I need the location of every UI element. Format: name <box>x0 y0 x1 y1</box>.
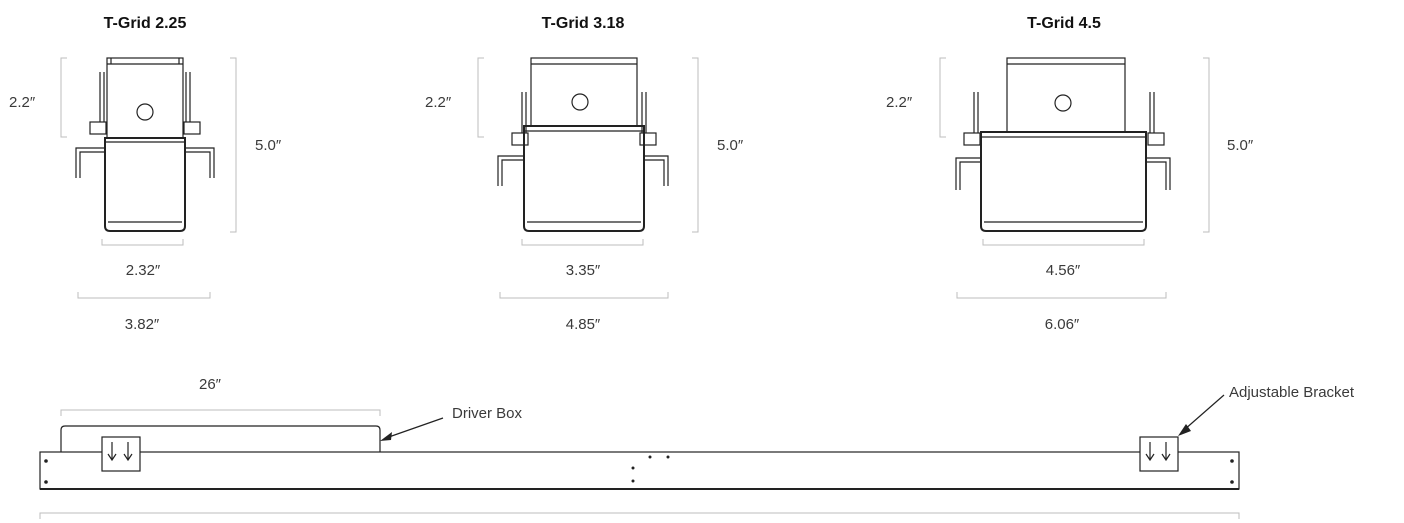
dim-line-height-2 <box>692 57 699 233</box>
dim-label-outer-width: 4.85″ <box>565 316 601 333</box>
view-title-tgrid-318: T-Grid 3.18 <box>541 15 625 32</box>
dim-label-top: 2.2″ <box>886 94 913 111</box>
dim-label-height: 5.0″ <box>717 137 744 154</box>
dim-line-outer-width-1 <box>77 292 211 299</box>
dim-label-outer-width: 6.06″ <box>1044 316 1080 333</box>
dim-label-inner-width: 3.35″ <box>565 262 601 279</box>
leader-driver-box <box>385 417 444 439</box>
dim-line-top-3 <box>939 57 946 138</box>
dim-line-outer-width-3 <box>956 292 1167 299</box>
dim-line-outer-width-2 <box>499 292 669 299</box>
view-title-tgrid-45: T-Grid 4.5 <box>1027 15 1101 32</box>
dim-label-height: 5.0″ <box>255 137 282 154</box>
dim-label-inner-width: 4.56″ <box>1045 262 1081 279</box>
fixture-cross-section-1 <box>60 57 237 299</box>
adjustable-bracket-left <box>101 436 141 472</box>
view-title-tgrid-225: T-Grid 2.25 <box>103 15 187 32</box>
dim-label-height: 5.0″ <box>1227 137 1254 154</box>
dim-line-overall-length <box>39 512 1240 519</box>
fixture-side-view <box>39 394 1240 519</box>
dim-line-height-3 <box>1203 57 1210 233</box>
dim-line-inner-width-2 <box>521 239 644 246</box>
knockout-hole <box>571 93 589 111</box>
fixture-cross-section-3 <box>939 57 1210 299</box>
dim-line-top-2 <box>477 57 484 138</box>
dim-line-driver-box <box>60 409 381 416</box>
fixture-cross-section-2 <box>477 57 699 299</box>
knockout-hole <box>1054 94 1072 112</box>
dim-line-inner-width-1 <box>101 239 184 246</box>
dim-line-height-1 <box>230 57 237 233</box>
dim-label-outer-width: 3.82″ <box>124 316 160 333</box>
adjustable-bracket-right <box>1139 436 1179 472</box>
knockout-hole <box>136 103 154 121</box>
dim-line-top-1 <box>60 57 67 138</box>
dim-label-driver-box-length: 26″ <box>199 376 221 393</box>
dim-label-top: 2.2″ <box>9 94 36 111</box>
dim-line-inner-width-3 <box>982 239 1145 246</box>
dim-label-inner-width: 2.32″ <box>125 262 161 279</box>
dim-label-top: 2.2″ <box>425 94 452 111</box>
callout-driver-box: Driver Box <box>452 405 523 422</box>
callout-adjustable-bracket: Adjustable Bracket <box>1229 384 1355 401</box>
leader-adjustable-bracket <box>1183 394 1225 431</box>
